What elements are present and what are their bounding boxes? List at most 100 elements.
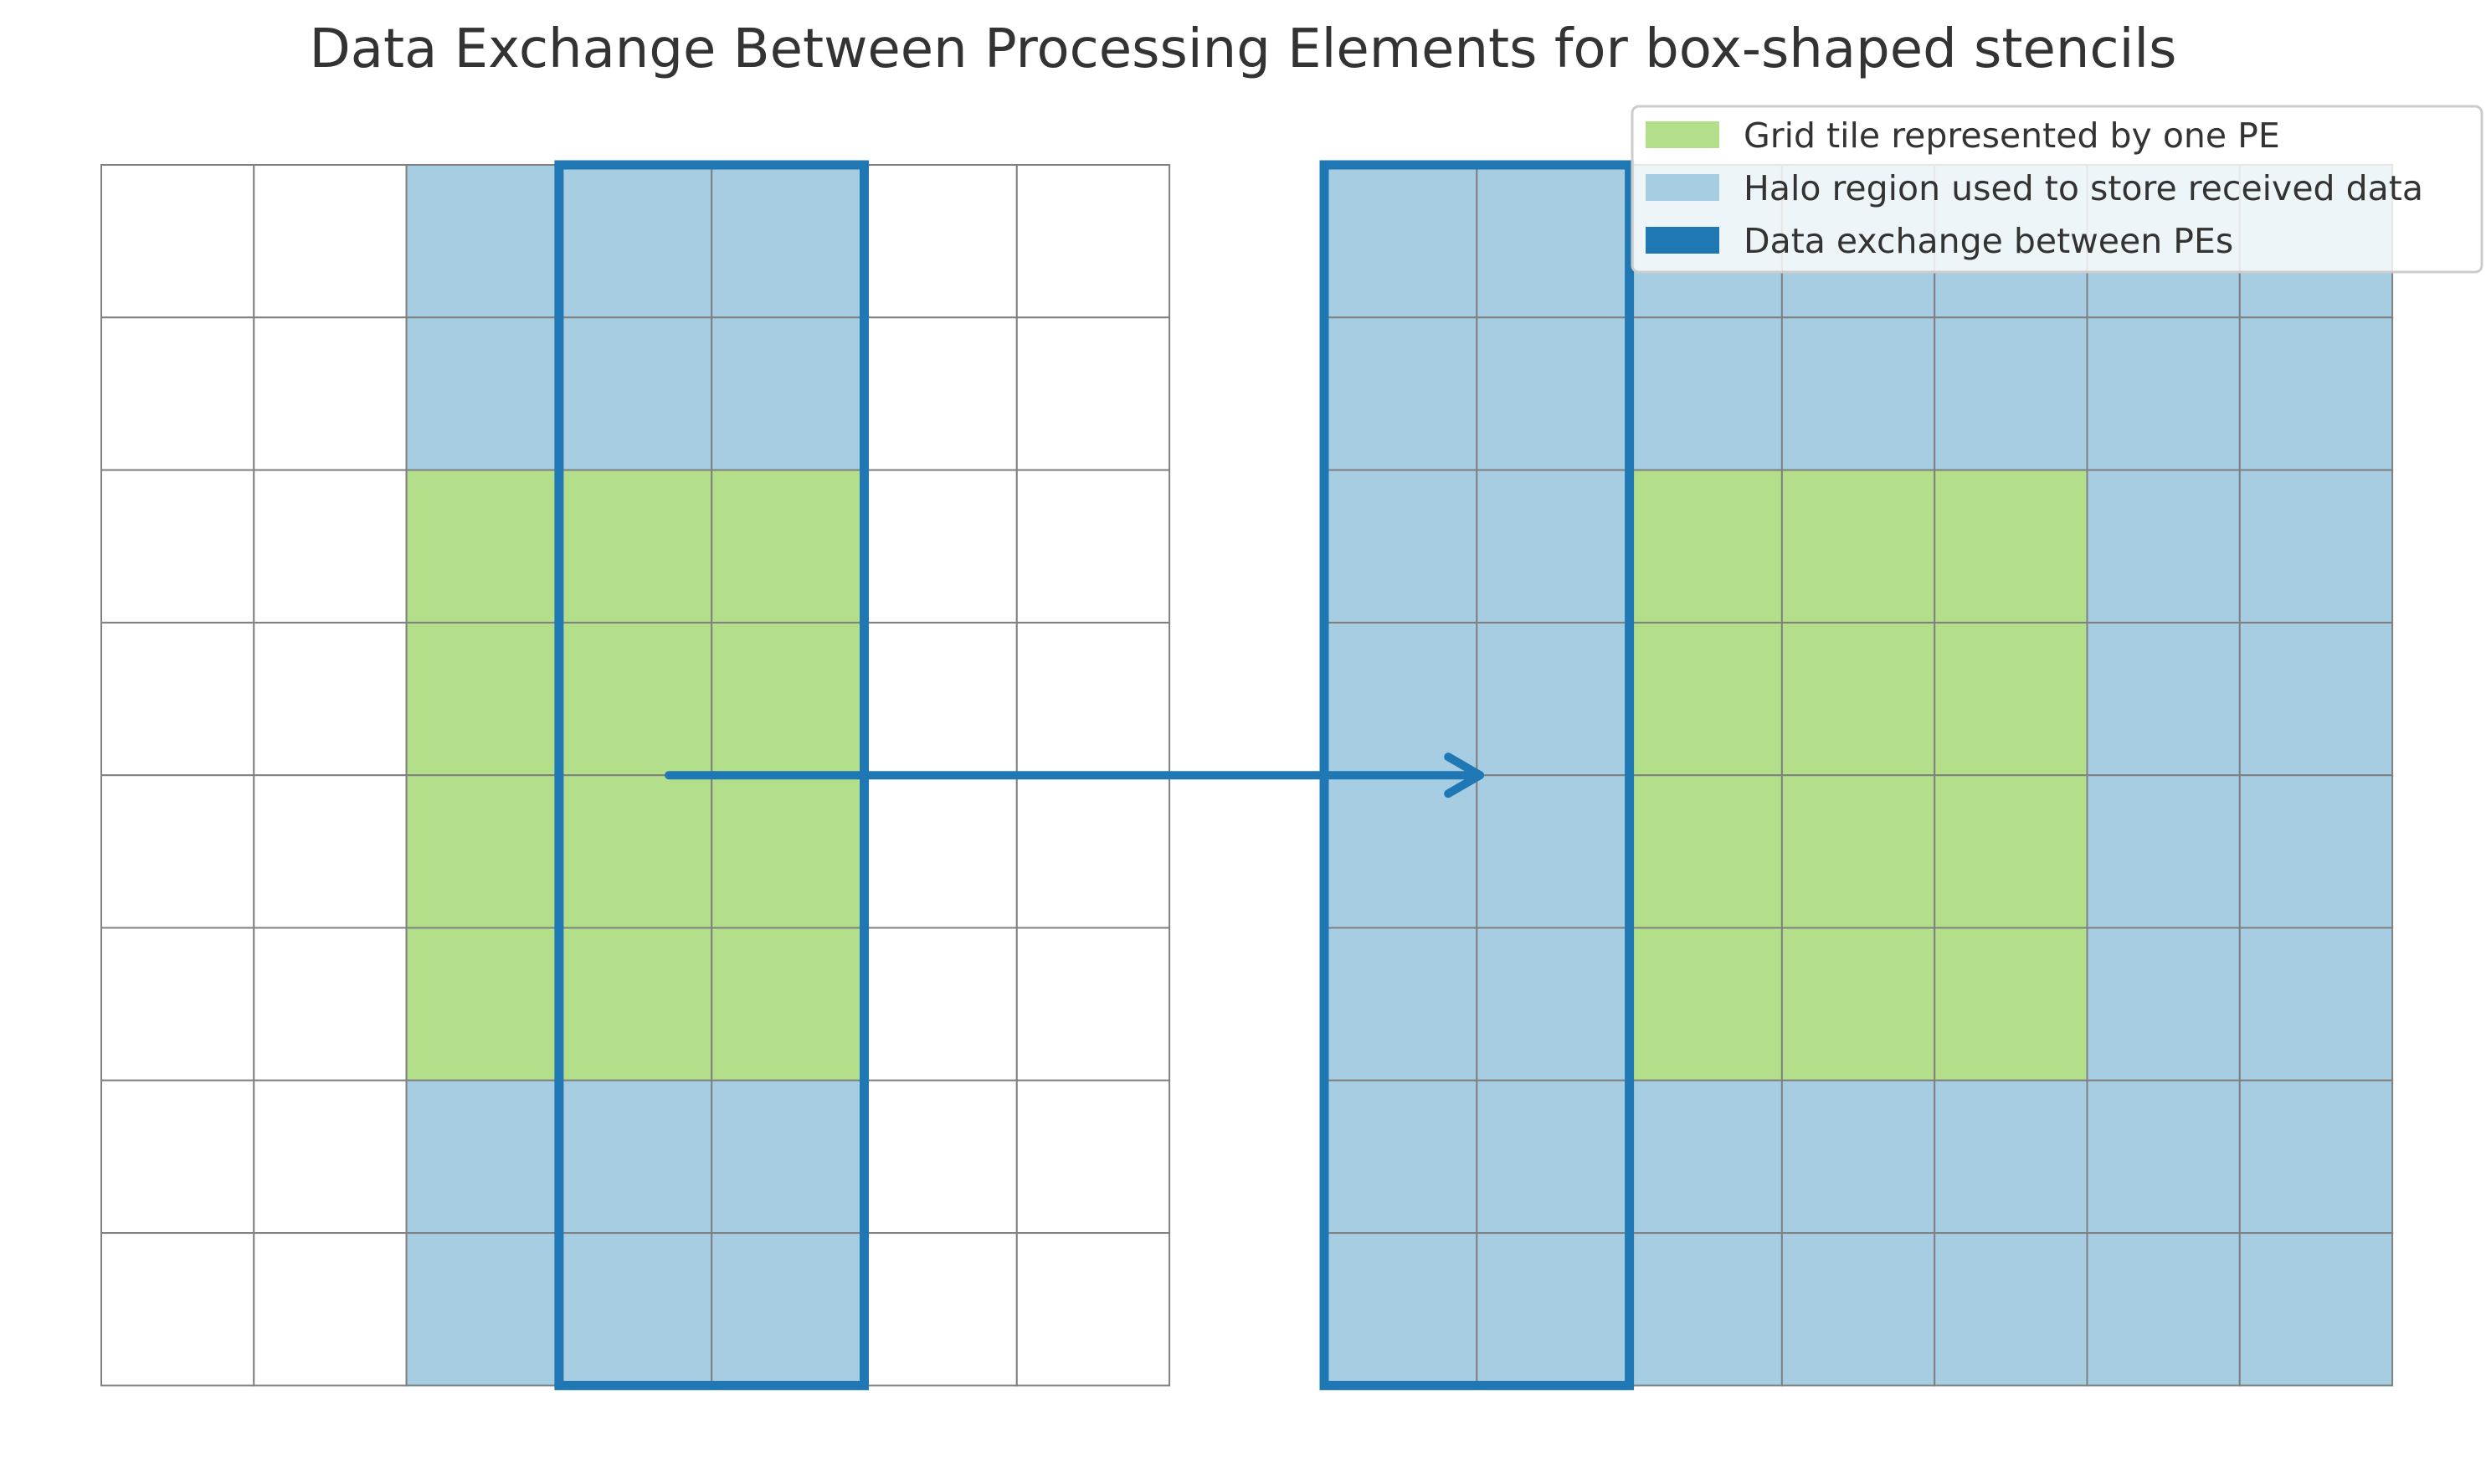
grid-cell-halo: [1934, 1232, 2088, 1387]
grid-cell-halo: [1323, 1232, 1478, 1387]
grid-cell-halo: [2086, 469, 2241, 624]
grid-cell-empty: [1015, 1079, 1171, 1235]
grid-cell-empty: [100, 927, 255, 1081]
legend: Grid tile represented by one PE Halo reg…: [1631, 105, 2483, 274]
grid-cell-tile: [405, 927, 560, 1081]
grid-cell-tile: [557, 927, 713, 1081]
grid-cell-halo: [1780, 1079, 1936, 1235]
grid-cell-empty: [1015, 1232, 1171, 1387]
grid-cell-empty: [253, 774, 408, 929]
grid-cell-halo: [2238, 774, 2394, 929]
grid-cell-empty: [100, 316, 255, 471]
grid-cell-halo: [2238, 1232, 2394, 1387]
grid-cell-empty: [863, 469, 1018, 624]
grid-cell-empty: [253, 621, 408, 777]
grid-cell-halo: [557, 164, 713, 319]
grid-cell-halo: [1323, 469, 1478, 624]
right-grid: [1323, 164, 2394, 1387]
grid-cell-empty: [1015, 316, 1171, 471]
grid-cell-halo: [1476, 1232, 1631, 1387]
grid-cell-halo: [1934, 316, 2088, 471]
grid-cell-empty: [1015, 774, 1171, 929]
legend-label-halo: Halo region used to store received data: [1744, 168, 2423, 208]
grid-cell-halo: [405, 164, 560, 319]
grid-cell-halo: [1780, 316, 1936, 471]
grid-cell-halo: [711, 1232, 865, 1387]
grid-cell-empty: [1015, 469, 1171, 624]
grid-cell-tile: [1780, 927, 1936, 1081]
grid-cell-halo: [1476, 774, 1631, 929]
exchange-arrow-head: [1444, 752, 1485, 798]
grid-cell-halo: [557, 1232, 713, 1387]
grid-cell-tile: [557, 469, 713, 624]
grids-layer: [100, 164, 2394, 1387]
grid-cell-halo: [711, 316, 865, 471]
grid-cell-tile: [711, 774, 865, 929]
grid-cell-halo: [1323, 164, 1478, 319]
left-grid: [100, 164, 1171, 1387]
grid-cell-halo: [1476, 927, 1631, 1081]
grid-cell-halo: [2238, 469, 2394, 624]
grid-cell-empty: [253, 164, 408, 319]
grid-cell-empty: [253, 316, 408, 471]
grid-cell-empty: [100, 621, 255, 777]
grid-cell-halo: [557, 316, 713, 471]
arrow-layer: [665, 752, 1485, 798]
legend-label-tile: Grid tile represented by one PE: [1744, 116, 2280, 156]
grid-cell-tile: [1780, 469, 1936, 624]
grid-cell-halo: [1628, 1232, 1783, 1387]
grid-cell-empty: [253, 469, 408, 624]
grid-cell-halo: [711, 164, 865, 319]
grid-cell-tile: [557, 621, 713, 777]
grid-cell-tile: [1934, 621, 2088, 777]
grid-cell-halo: [1934, 1079, 2088, 1235]
grid-cell-halo: [1323, 1079, 1478, 1235]
grid-cell-halo: [2086, 774, 2241, 929]
grid-cell-empty: [100, 1232, 255, 1387]
diagram-title: Data Exchange Between Processing Element…: [309, 18, 2176, 80]
grid-cell-tile: [557, 774, 713, 929]
grid-cell-halo: [1476, 164, 1631, 319]
grid-cell-halo: [711, 1079, 865, 1235]
grid-cell-halo: [2238, 927, 2394, 1081]
grid-cell-tile: [711, 469, 865, 624]
grid-cell-halo: [557, 1079, 713, 1235]
grid-cell-halo: [2086, 1079, 2241, 1235]
grid-cell-tile: [1934, 774, 2088, 929]
grid-cell-tile: [1628, 774, 1783, 929]
grid-cell-halo: [1628, 316, 1783, 471]
grid-cell-halo: [405, 316, 560, 471]
grid-cell-empty: [863, 1079, 1018, 1235]
grid-cell-halo: [1476, 469, 1631, 624]
grid-cell-halo: [1323, 621, 1478, 777]
grid-cell-tile: [1934, 927, 2088, 1081]
grid-cell-empty: [863, 774, 1018, 929]
grid-cell-empty: [253, 927, 408, 1081]
grid-cell-empty: [863, 927, 1018, 1081]
grid-cell-halo: [1323, 774, 1478, 929]
grid-cell-tile: [405, 469, 560, 624]
grid-cell-empty: [1015, 164, 1171, 319]
grid-cell-tile: [1780, 621, 1936, 777]
grid-cell-empty: [1015, 621, 1171, 777]
grid-cell-halo: [2086, 927, 2241, 1081]
grid-cell-halo: [1476, 1079, 1631, 1235]
grid-cell-halo: [1780, 1232, 1936, 1387]
grid-cell-tile: [405, 621, 560, 777]
grid-cell-empty: [863, 164, 1018, 319]
grid-cell-tile: [405, 774, 560, 929]
legend-swatch-exchange: [1646, 227, 1719, 254]
grid-cell-empty: [863, 316, 1018, 471]
grid-cell-empty: [1015, 927, 1171, 1081]
grid-cell-halo: [2238, 1079, 2394, 1235]
legend-swatch-halo: [1646, 174, 1719, 201]
grid-cell-halo: [1628, 1079, 1783, 1235]
grid-cell-halo: [405, 1232, 560, 1387]
legend-box: [1631, 105, 2483, 274]
grid-cell-halo: [2086, 316, 2241, 471]
grid-cell-tile: [711, 927, 865, 1081]
grid-cell-halo: [2086, 1232, 2241, 1387]
grid-cell-tile: [1780, 774, 1936, 929]
grid-cell-halo: [1476, 621, 1631, 777]
